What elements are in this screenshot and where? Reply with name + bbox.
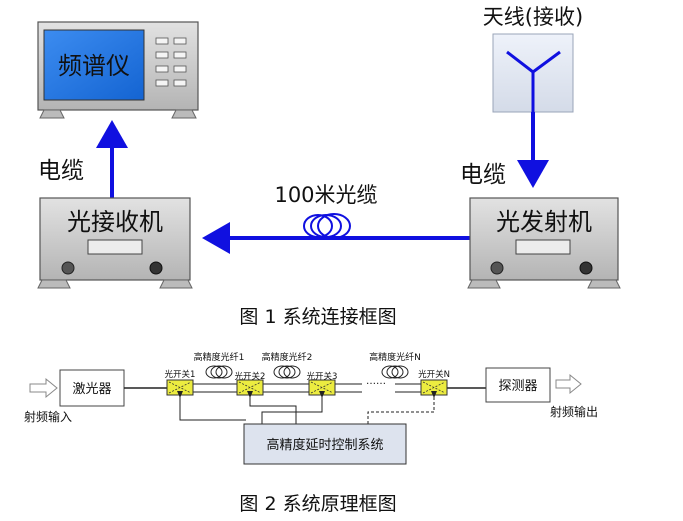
optical-receiver — [37, 197, 193, 289]
fiber-coil-1 — [205, 365, 233, 379]
receiver-label: 光接收机 — [67, 208, 163, 236]
switch-2-label: 光开关2 — [235, 371, 266, 382]
fiber-n-label: 高精度光纤N — [369, 351, 421, 363]
rf-input-label: 射频输入 — [24, 409, 72, 424]
fiber-label: 100米光缆 — [274, 183, 377, 207]
rf-input-arrow — [29, 377, 58, 399]
antenna — [492, 33, 574, 113]
optical-switch-3 — [308, 379, 336, 396]
cable-left-label: 电缆 — [38, 158, 84, 184]
spectrum-analyzer — [37, 21, 199, 119]
laser-label: 激光器 — [72, 382, 111, 397]
figure2-caption: 图 2 系统原理框图 — [239, 493, 396, 515]
rf-output-arrow — [555, 373, 582, 395]
transmitter-label: 光发射机 — [496, 208, 592, 236]
figure1-caption: 图 1 系统连接框图 — [239, 306, 396, 328]
detector-label: 探测器 — [498, 379, 537, 394]
switch-n-label: 光开关N — [418, 369, 450, 380]
fiber-coil-2 — [273, 365, 301, 379]
spectrum-analyzer-label: 频谱仪 — [58, 52, 130, 80]
fiber-1-label: 高精度光纤1 — [194, 351, 245, 363]
delay-controller-box — [243, 423, 407, 465]
detector-box — [485, 367, 551, 403]
optical-switch-1 — [166, 379, 194, 396]
optical-switch-n — [420, 379, 448, 396]
switch-1-label: 光开关1 — [165, 369, 196, 380]
ellipsis-label: …… — [366, 376, 386, 387]
optical-switch-2 — [236, 379, 264, 396]
cable-right-label: 电缆 — [460, 162, 506, 188]
optical-transmitter — [467, 197, 621, 289]
switch-3-label: 光开关3 — [307, 371, 338, 382]
laser-box — [59, 369, 125, 407]
delay-controller-label: 高精度延时控制系统 — [266, 437, 383, 453]
rf-output-label: 射频输出 — [550, 404, 598, 419]
fiber-coil — [303, 213, 351, 239]
fiber-coil-n — [381, 365, 409, 379]
fiber-2-label: 高精度光纤2 — [262, 351, 313, 363]
control-lines — [177, 391, 437, 424]
analyzer-buttons — [155, 37, 187, 87]
antenna-label: 天线(接收) — [483, 5, 583, 29]
